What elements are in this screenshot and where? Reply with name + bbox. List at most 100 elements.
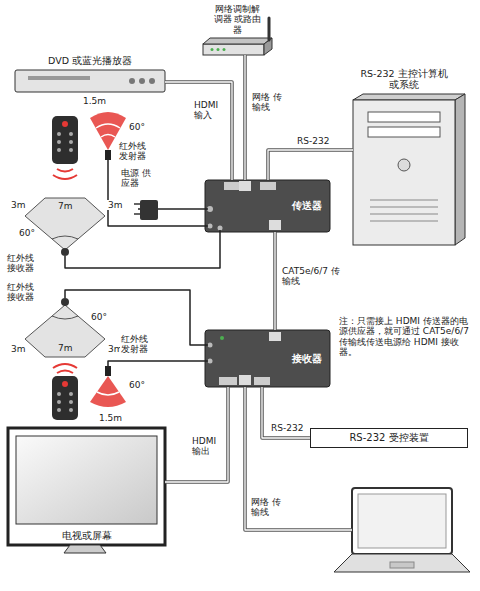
remote-icon-part — [53, 175, 77, 179]
node-title: RS-232 主控计算机 或系统 — [358, 69, 450, 91]
cable-outline — [243, 55, 247, 180]
transmitter-icon-part — [269, 220, 281, 230]
receiver-icon-part — [254, 377, 270, 385]
remote-icon-part — [57, 371, 73, 374]
dvd-player-icon — [15, 70, 165, 92]
cable-core — [244, 55, 245, 180]
part-label: 电源 供应器 — [120, 168, 154, 189]
power-adapter-icon-part — [134, 203, 140, 205]
computer-icon-part — [370, 200, 438, 201]
remote-icon-part — [62, 121, 68, 127]
cable-outline — [262, 387, 310, 438]
cable-label: 网络 传输线 — [251, 92, 285, 113]
angle-label: 60° — [90, 312, 108, 322]
remote-icon-part — [69, 148, 73, 152]
device-box: RS-232 受控装置 — [310, 428, 468, 448]
transmitter-icon-part — [205, 180, 330, 232]
part-label: 红外线 接收器 — [6, 282, 40, 303]
cable-connector — [245, 55, 246, 180]
note-text: 注：只需接上 HDMI 传送器的电源供应器，就可通过 CAT5e/6/7 传输线… — [338, 316, 476, 357]
cable-part — [245, 387, 352, 530]
computer-icon-part — [370, 207, 438, 208]
ir-emitter-icon-part — [96, 124, 120, 128]
receiver-icon-part — [220, 336, 224, 340]
cable-part — [108, 361, 208, 366]
cable-outline — [165, 82, 232, 180]
ir-emitter-icon-part — [90, 376, 126, 407]
receiver-icon-part — [219, 377, 237, 385]
distance-label: 3m — [107, 200, 124, 210]
receiver-icon-part — [239, 375, 251, 385]
transmitter-icon — [205, 180, 330, 232]
computer-icon-part — [455, 94, 465, 245]
angle-label: 60° — [18, 228, 36, 238]
cable-connector — [262, 387, 310, 438]
remote-icon-part — [57, 169, 73, 172]
ir-emitter-icon-part — [105, 366, 111, 376]
cable-label: HDMI 输出 — [191, 436, 226, 457]
power-adapter-icon-part — [134, 213, 140, 215]
power-adapter-icon-part — [140, 200, 158, 220]
laptop-icon-part — [358, 494, 446, 548]
tv-icon-part — [16, 436, 157, 524]
cable-label: CAT5e/6/7 传输线 — [281, 266, 343, 287]
dvd-player-icon-part — [15, 70, 165, 92]
cable-outline — [268, 150, 353, 180]
power-adapter-icon — [134, 200, 158, 220]
distance-label: 1.5m — [98, 413, 123, 423]
ir-emitter-icon-part — [105, 150, 111, 160]
cable-core — [165, 387, 228, 482]
router-icon-part — [217, 48, 220, 51]
remote-icon-part — [69, 408, 73, 412]
cable-outline — [273, 232, 277, 330]
cable-label: RS-232 — [296, 136, 330, 146]
receiver-icon-part — [208, 343, 213, 348]
player-box: DVD 或蓝光播放器 — [15, 70, 165, 92]
cable-outline — [165, 387, 228, 482]
cable-label: RS-232 — [270, 423, 304, 433]
transmitter-icon-part — [239, 181, 251, 191]
cable-core — [262, 387, 310, 438]
remote-icon-part — [57, 140, 61, 144]
router-icon-part — [211, 48, 214, 51]
remote-icon-part — [69, 392, 73, 396]
transmitter-icon-part — [218, 226, 223, 231]
cable-part — [65, 230, 220, 268]
ir-receiver-icon-part — [61, 248, 69, 256]
laptop-icon-part — [352, 488, 452, 554]
receiver-box: 接收器 — [205, 330, 330, 387]
remote-icon-part — [69, 400, 73, 404]
transmitter-icon-part — [224, 182, 240, 190]
router-icon-part — [223, 48, 226, 51]
transmitter-icon-part — [208, 224, 213, 229]
ir-receiver-icon — [25, 298, 105, 357]
cable-connector — [165, 82, 232, 180]
cable-part — [245, 387, 352, 530]
computer-icon-part — [353, 100, 455, 245]
cable-connector — [275, 232, 276, 330]
node-title: 电视或屏幕 — [8, 531, 165, 542]
ir-receiver-icon-part — [52, 236, 78, 239]
distance-label: 1.5m — [82, 96, 107, 106]
computer-icon-part — [370, 214, 438, 215]
computer-icon-part — [398, 159, 410, 171]
tv-icon — [8, 428, 165, 553]
laptop-icon — [334, 488, 470, 572]
remote-icon-part — [69, 140, 73, 144]
transmitter-box: 传送器 — [205, 180, 330, 232]
cable-connector — [268, 150, 353, 180]
distance-label: 7m — [57, 343, 74, 353]
receiver-icon-part — [208, 359, 213, 364]
ir-receiver-icon — [25, 198, 105, 256]
ir-emitter-icon-part — [97, 392, 119, 395]
remote-icon-part — [57, 392, 61, 396]
node-title: DVD 或蓝光播放器 — [15, 56, 165, 67]
receiver-icon-part — [205, 330, 330, 387]
cable — [65, 160, 352, 530]
computer-icon-part — [353, 94, 465, 100]
distance-label: 7m — [57, 201, 74, 211]
remote-icon-part — [57, 148, 61, 152]
computer-icon-part — [368, 112, 440, 122]
ir-receiver-icon-part — [61, 298, 69, 306]
dvd-player-icon-part — [28, 76, 90, 80]
